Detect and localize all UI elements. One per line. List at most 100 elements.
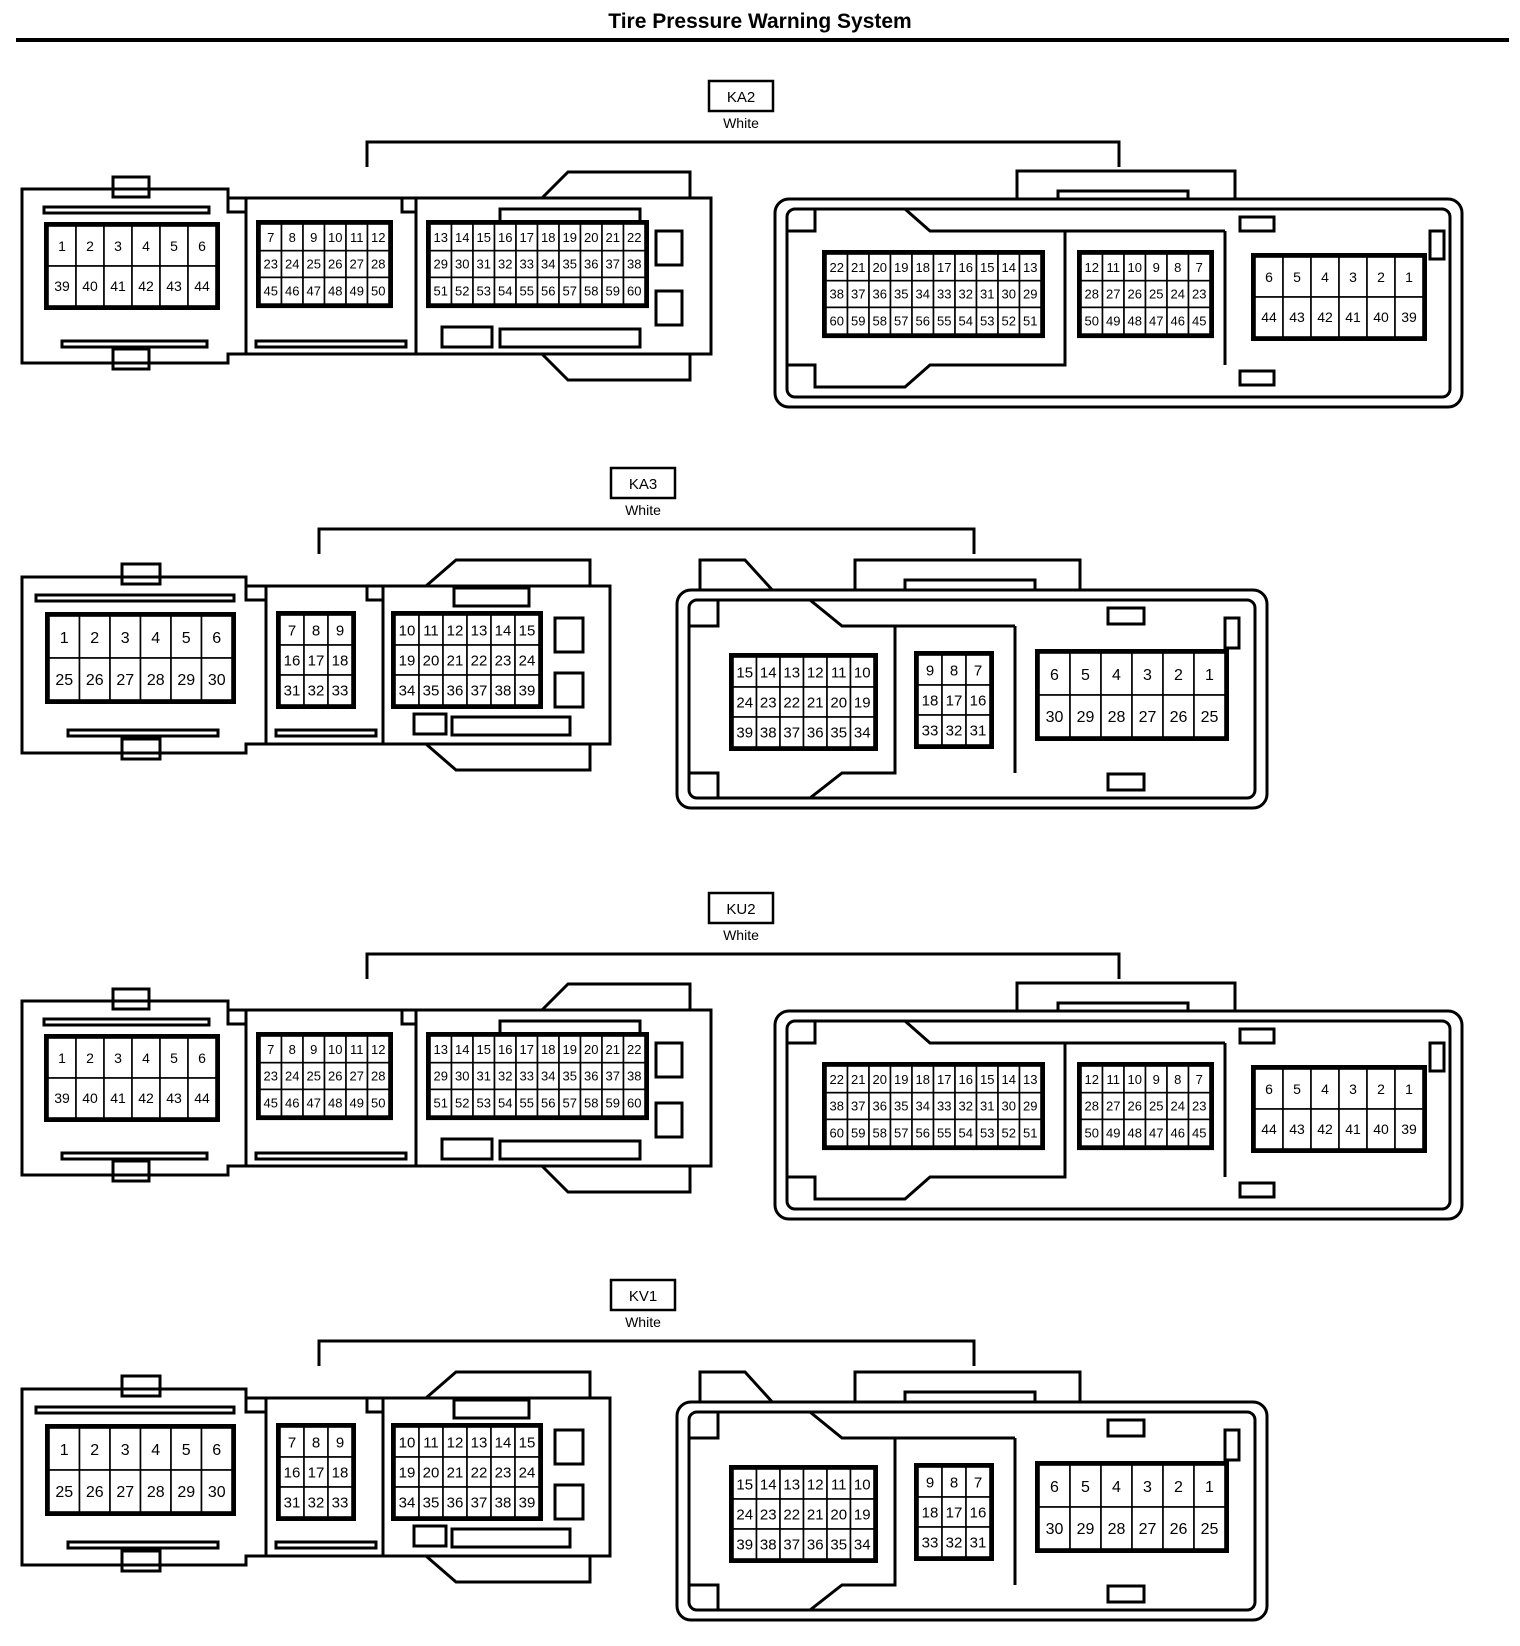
pin-cell <box>1162 652 1195 696</box>
pin-number: 33 <box>937 287 951 302</box>
pin-number: 30 <box>1002 1099 1016 1114</box>
guide-rail <box>450 715 572 737</box>
connector-color-label: White <box>625 1314 661 1330</box>
pin-number: 16 <box>498 1042 512 1057</box>
pin-number: 34 <box>916 1099 930 1114</box>
housing-tab <box>120 1374 162 1398</box>
pin-number: 60 <box>830 313 844 328</box>
pin-number: 15 <box>980 260 994 275</box>
pin-number: 22 <box>471 1464 488 1481</box>
pin-number: 30 <box>1046 709 1064 726</box>
pin-number: 13 <box>471 622 488 639</box>
pin-number: 38 <box>495 682 512 699</box>
pin-number: 17 <box>308 652 325 669</box>
connector-code: KV1 <box>629 1288 657 1305</box>
pin-number: 44 <box>194 278 210 294</box>
pin-cell <box>917 1496 943 1528</box>
pin-number: 57 <box>894 313 908 328</box>
pin-number: 1 <box>1205 667 1214 684</box>
pin-cell <box>418 1426 444 1458</box>
pin-number: 45 <box>264 283 278 298</box>
pin-cell <box>622 1088 646 1117</box>
pin-number: 23 <box>760 694 777 711</box>
pin-number: 42 <box>1317 309 1333 325</box>
pin-cell <box>1310 1108 1340 1150</box>
pin-number: 9 <box>310 1042 317 1057</box>
pin-cell <box>490 1486 516 1518</box>
pin-number: 20 <box>584 230 598 245</box>
pin-number: 16 <box>959 1072 973 1087</box>
pin-number: 18 <box>916 1072 930 1087</box>
pin-number: 21 <box>851 1072 865 1087</box>
pin-number: 22 <box>830 1072 844 1087</box>
pin-number: 56 <box>541 1095 555 1110</box>
housing-tab <box>1238 369 1276 387</box>
pin-number: 25 <box>1201 1521 1219 1538</box>
pin-cell <box>327 614 353 646</box>
pin-number: 17 <box>937 1072 951 1087</box>
pin-number: 52 <box>1002 1125 1016 1140</box>
pin-number: 9 <box>1153 260 1160 275</box>
pin-number: 21 <box>807 694 824 711</box>
pin-number: 57 <box>563 1095 577 1110</box>
housing-tab <box>111 347 151 371</box>
pin-number: 27 <box>1106 287 1120 302</box>
housing-tab <box>1106 606 1146 626</box>
pin-number: 38 <box>760 724 777 741</box>
pin-number: 27 <box>1139 709 1157 726</box>
pin-number: 37 <box>471 1494 488 1511</box>
pin-number: 29 <box>434 1069 448 1084</box>
housing-notch <box>400 196 418 214</box>
pin-cell <box>490 674 516 706</box>
pin-number: 59 <box>851 1125 865 1140</box>
connector-color-label: White <box>723 115 759 131</box>
pin-number: 4 <box>142 1050 150 1066</box>
housing-inner-outline <box>687 598 1257 800</box>
pin-cell <box>1162 694 1195 738</box>
pin-cell <box>366 276 390 305</box>
pin-number: 19 <box>854 694 871 711</box>
pin-number: 60 <box>830 1125 844 1140</box>
pin-cell <box>1193 1464 1226 1508</box>
pin-number: 40 <box>82 1090 98 1106</box>
housing-slot <box>553 671 585 709</box>
pin-number: 6 <box>1050 1479 1059 1496</box>
pin-number: 59 <box>606 1095 620 1110</box>
pin-number: 53 <box>980 1125 994 1140</box>
connector-code-box <box>707 79 775 113</box>
pin-number: 5 <box>1081 667 1090 684</box>
pin-number: 1 <box>60 630 69 647</box>
pin-number: 10 <box>1128 1072 1142 1087</box>
pin-number: 13 <box>471 1434 488 1451</box>
housing-slot <box>654 1101 684 1139</box>
pin-cell <box>200 615 233 659</box>
pin-number: 6 <box>212 630 221 647</box>
connector-bracket <box>317 1339 976 1366</box>
pin-number: 17 <box>946 1504 963 1521</box>
pin-number: 6 <box>1265 1081 1273 1097</box>
pin-number: 41 <box>1345 309 1361 325</box>
pin-cell <box>394 1456 420 1488</box>
pin-cell <box>1366 1068 1396 1110</box>
housing-tab <box>1238 1181 1276 1199</box>
guide-rail <box>274 1540 378 1550</box>
pin-cell <box>279 1426 305 1458</box>
pin-number: 24 <box>1171 287 1185 302</box>
pin-number: 3 <box>114 1050 122 1066</box>
housing-tab <box>1428 229 1446 261</box>
pin-number: 24 <box>285 257 299 272</box>
pin-cell <box>78 657 111 701</box>
pin-cell <box>47 265 77 307</box>
pin-cell <box>103 265 133 307</box>
pin-number: 25 <box>55 672 73 689</box>
pin-number: 37 <box>783 1536 800 1553</box>
pin-number: 24 <box>519 1464 536 1481</box>
pin-cell <box>131 265 161 307</box>
pin-number: 25 <box>307 257 321 272</box>
